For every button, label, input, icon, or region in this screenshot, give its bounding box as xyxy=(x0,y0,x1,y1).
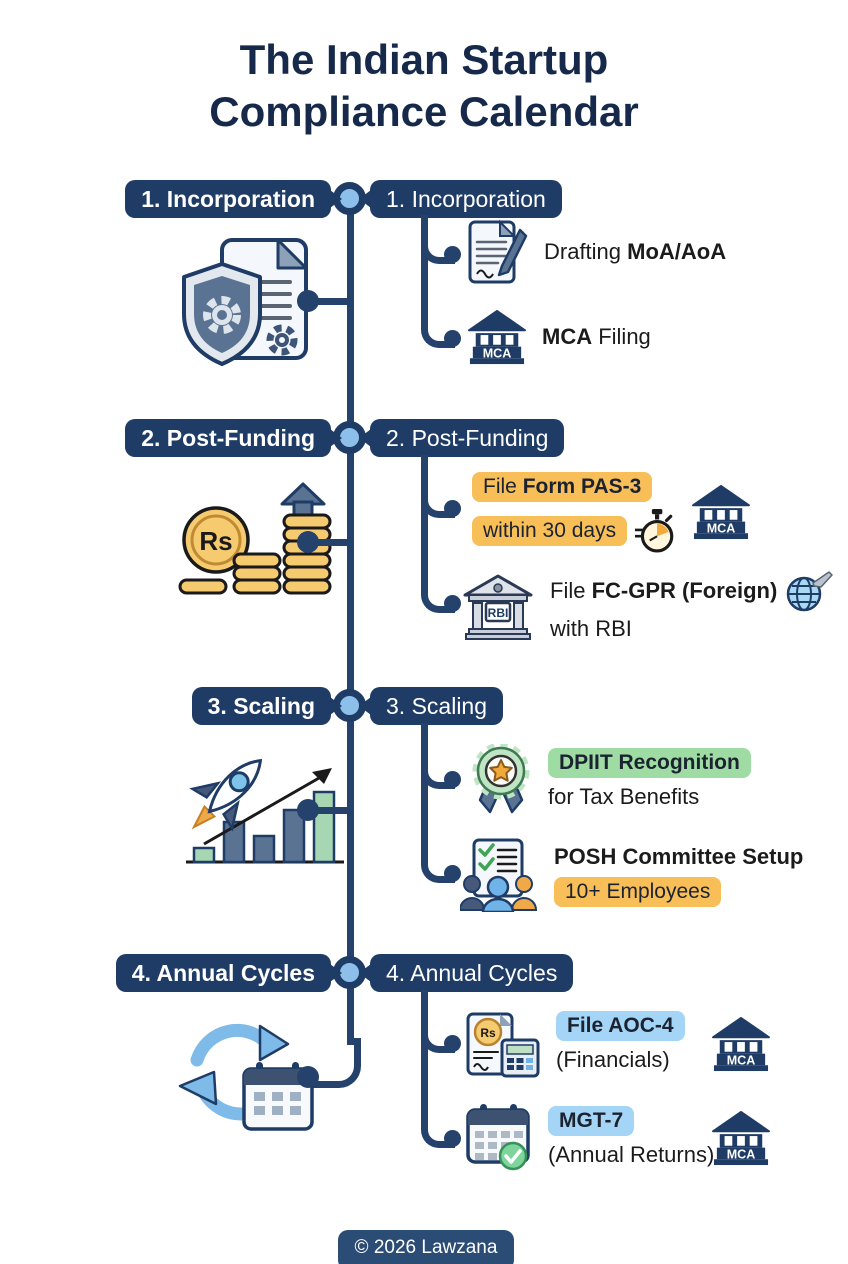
item-text: File AOC-4 (Financials) xyxy=(556,1011,685,1075)
item-text-normal: Drafting xyxy=(544,238,628,264)
item-mgt7: MGT-7 (Annual Returns) xyxy=(466,1104,714,1172)
item-text: File Form PAS-3 within 30 days xyxy=(472,472,675,553)
branch-elbow-1a xyxy=(421,223,455,264)
item-dot-4b xyxy=(444,1130,461,1147)
item-file-aoc4: Rs File AOC-4 (Financials) xyxy=(466,1008,685,1078)
item-text-bold: MoA/AoA xyxy=(627,238,727,264)
left-connector-1 xyxy=(312,298,350,305)
medal-badge-icon xyxy=(472,744,530,814)
branch-elbow-1b xyxy=(421,307,455,348)
branch-stem-4 xyxy=(421,990,428,1112)
item-text-bold: MCA xyxy=(542,323,593,349)
calendar-check-icon xyxy=(466,1104,530,1171)
item-dot-4a xyxy=(444,1035,461,1052)
mca-building-icon: MCA xyxy=(468,309,526,365)
item-dot-1a xyxy=(444,246,461,263)
item-text: File FC-GPR (Foreign) with RBI xyxy=(550,570,834,644)
left-connector-dot-4 xyxy=(297,1066,319,1088)
item-text-line2: with RBI xyxy=(550,616,632,641)
timeline-bottom-elbow xyxy=(308,1038,361,1088)
left-connector-3 xyxy=(312,807,350,814)
item-text: MCA Filing xyxy=(542,323,651,352)
branch-elbow-3b xyxy=(421,842,455,883)
mca-building-text: MCA xyxy=(727,1147,756,1161)
item-form-pas3: File Form PAS-3 within 30 days xyxy=(472,472,675,553)
left-connector-dot-1 xyxy=(297,290,319,312)
branch-elbow-3a xyxy=(421,748,455,789)
item-dot-3b xyxy=(444,865,461,882)
shield-document-gears-icon xyxy=(182,238,308,366)
item-text: DPIIT Recognition for Tax Benefits xyxy=(548,748,751,812)
branch-elbow-4a xyxy=(421,1012,455,1053)
branch-stem-1 xyxy=(421,215,428,315)
rbi-building-text: RBI xyxy=(488,606,509,620)
item-text: MGT-7 (Annual Returns) xyxy=(548,1106,714,1170)
left-connector-dot-3 xyxy=(297,799,319,821)
rocket-growth-chart-icon xyxy=(186,758,344,864)
mca-building-text: MCA xyxy=(483,346,512,360)
highlight-pill-green: DPIIT Recognition xyxy=(548,748,751,779)
mca-building-icon: MCA xyxy=(712,1016,770,1072)
page-title: The Indian Startup Compliance Calendar xyxy=(0,34,848,137)
stage-label-right-post-funding: 2. Post-Funding xyxy=(358,419,565,457)
mca-building-text: MCA xyxy=(727,1053,756,1067)
item-dot-1b xyxy=(444,330,461,347)
highlight-pill-blue: MGT-7 xyxy=(548,1106,635,1137)
rbi-building-icon: RBI xyxy=(463,574,533,640)
item-text: POSH Committee Setup 10+ Employees xyxy=(554,843,803,907)
item-drafting-moa: Drafting MoA/AoA xyxy=(468,220,726,284)
rupee-document-calculator-icon: Rs xyxy=(466,1012,540,1078)
highlight-pill-orange: 10+ Employees xyxy=(554,876,722,907)
item-text-line2: for Tax Benefits xyxy=(548,784,700,810)
globe-airplane-icon xyxy=(787,571,834,612)
mca-building-icon: MCA xyxy=(692,484,750,540)
stage-label-left-scaling: 3. Scaling xyxy=(191,687,343,725)
stage-label-right-incorporation: 1. Incorporation xyxy=(359,180,562,218)
stopwatch-icon xyxy=(635,509,674,553)
mca-building-text: MCA xyxy=(707,521,736,535)
cycle-calendar-icon xyxy=(178,1023,314,1131)
item-mca-filing: MCA MCA Filing xyxy=(468,308,651,366)
mca-building-icon: MCA xyxy=(712,1110,770,1166)
left-connector-dot-2 xyxy=(297,531,319,553)
item-text-bold: FC-GPR (Foreign) xyxy=(591,577,778,603)
branch-elbow-2a xyxy=(421,477,455,518)
posh-committee-icon xyxy=(460,838,538,912)
stage-label-left-incorporation: 1. Incorporation xyxy=(125,180,342,218)
item-text-bold: Form PAS-3 xyxy=(522,475,642,498)
stage-label-right-annual-cycles: 4. Annual Cycles xyxy=(358,954,574,992)
left-connector-2 xyxy=(312,539,350,546)
rupee-coin-text: Rs xyxy=(199,526,232,556)
item-text-normal: File xyxy=(550,577,592,603)
footer-credit: © 2026 Lawzana xyxy=(338,1230,514,1264)
item-dpiit-recognition: DPIIT Recognition for Tax Benefits xyxy=(470,744,751,816)
item-fcgpr-rbi: RBI File FC-GPR (Foreign) with RBI xyxy=(462,570,834,644)
branch-stem-2 xyxy=(421,455,428,576)
highlight-pill-orange: File Form PAS-3 xyxy=(472,472,653,502)
item-posh-committee: POSH Committee Setup 10+ Employees xyxy=(460,838,803,912)
highlight-pill-orange: within 30 days xyxy=(472,516,628,546)
stage-label-left-post-funding: 2. Post-Funding xyxy=(125,419,342,457)
branch-elbow-4b xyxy=(421,1107,455,1148)
page-title-line1: The Indian Startup xyxy=(239,36,609,83)
stage-label-left-annual-cycles: 4. Annual Cycles xyxy=(115,954,343,992)
highlight-pill-blue: File AOC-4 xyxy=(556,1011,685,1042)
timeline-main-line xyxy=(347,199,354,1045)
item-dot-2b xyxy=(444,595,461,612)
item-text-line2: (Financials) xyxy=(556,1047,670,1073)
page-title-line2: Compliance Calendar xyxy=(209,87,639,135)
stage-label-right-scaling: 3. Scaling xyxy=(358,687,504,725)
document-pen-icon xyxy=(468,220,528,284)
item-text-normal: File xyxy=(483,475,523,498)
branch-elbow-2b xyxy=(421,572,455,613)
item-dot-3a xyxy=(444,771,461,788)
item-text: Drafting MoA/AoA xyxy=(544,238,726,267)
item-text-normal: Filing xyxy=(592,323,651,349)
rupee-coin-text: Rs xyxy=(480,1026,496,1040)
item-text-bold: POSH Committee Setup xyxy=(554,844,804,870)
branch-stem-3 xyxy=(421,723,428,846)
item-text-line2: (Annual Returns) xyxy=(548,1142,715,1168)
item-dot-2a xyxy=(444,500,461,517)
